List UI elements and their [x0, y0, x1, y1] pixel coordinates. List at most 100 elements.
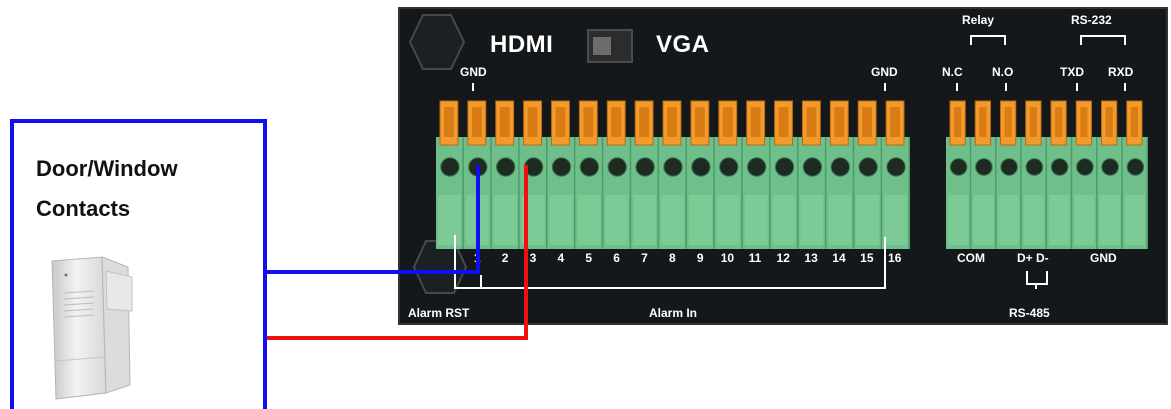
wire-hole[interactable]	[1101, 158, 1119, 176]
txd-label: TXD	[1060, 65, 1084, 79]
terminal-position	[549, 100, 576, 249]
com-label: COM	[957, 251, 985, 265]
relay-rs-terminal-block	[946, 100, 1148, 249]
alarm-input-number: 13	[804, 251, 818, 265]
dvr-rear-panel: HDMI VGA GND GND Relay N.C N.O RS-232 TX…	[398, 7, 1168, 325]
hex-screw-icon	[408, 14, 466, 70]
terminal-position	[772, 100, 799, 249]
terminal-position	[577, 100, 604, 249]
terminal-position	[828, 100, 855, 249]
hdmi-label: HDMI	[490, 31, 554, 58]
rs232-label: RS-232	[1071, 13, 1112, 27]
wire-hole[interactable]	[1000, 158, 1018, 176]
wire-hole[interactable]	[830, 157, 850, 177]
terminal-position	[800, 100, 827, 249]
terminal-position	[605, 100, 632, 249]
terminal-position	[1124, 100, 1148, 249]
gnd-right-tick	[884, 83, 886, 91]
rs485-bracket	[1026, 271, 1048, 285]
wire-hole[interactable]	[886, 157, 906, 177]
terminal-position	[633, 100, 660, 249]
alarm-input-number: 10	[720, 251, 735, 265]
terminal-position	[688, 100, 715, 249]
terminal-position	[1099, 100, 1123, 249]
wire-hole[interactable]	[1126, 158, 1145, 176]
wire-hole[interactable]	[691, 157, 711, 177]
contacts-title: Door/Window Contacts	[36, 149, 178, 229]
alarm-in-bracket-bottom	[480, 287, 886, 289]
wire-hole[interactable]	[949, 158, 968, 176]
wire-hole[interactable]	[858, 157, 878, 177]
wire-hole[interactable]	[579, 157, 600, 177]
alarm-rst-line	[454, 235, 456, 289]
alarm-input-number: 1	[473, 251, 481, 265]
gnd-left-tick	[472, 83, 474, 91]
alarm-in-label: Alarm In	[649, 306, 698, 320]
wire-hole[interactable]	[607, 157, 627, 177]
alarm-rst-label: Alarm RST	[408, 306, 470, 320]
alarm-input-number: 4	[557, 251, 565, 265]
alarm-terminal-block	[436, 100, 910, 249]
rs485-bracket-stem	[1035, 283, 1037, 289]
terminal-position	[716, 100, 743, 249]
txd-tick	[1076, 83, 1078, 91]
relay-label: Relay	[962, 13, 995, 27]
gnd-left-label: GND	[460, 65, 487, 79]
wire-hole[interactable]	[440, 157, 460, 177]
alarm-input-number: 2	[501, 251, 509, 265]
rxd-tick	[1124, 83, 1126, 91]
terminal-position	[1023, 100, 1047, 249]
alarm-input-number: 15	[860, 251, 874, 265]
door-window-contacts-box: Door/Window Contacts	[10, 119, 267, 409]
terminal-position	[998, 100, 1022, 249]
no-label: N.O	[992, 65, 1014, 79]
contacts-title-line2: Contacts	[36, 196, 131, 221]
alarm-input-number: 14	[832, 251, 846, 265]
rs485-label: RS-485	[1009, 306, 1050, 320]
wire-hole[interactable]	[1025, 158, 1044, 176]
alarm-input-number: 3	[529, 251, 537, 265]
wire-hole[interactable]	[975, 158, 993, 176]
terminal-position	[1074, 100, 1098, 249]
alarm-input-number: 11	[748, 251, 762, 265]
rxd-label: RXD	[1108, 65, 1134, 79]
alarm-input-number: 5	[585, 251, 593, 265]
wire-hole[interactable]	[746, 157, 767, 177]
wire-hole[interactable]	[468, 157, 488, 177]
alarm-input-number: 6	[613, 251, 620, 265]
terminal-position	[856, 100, 883, 249]
nc-tick	[956, 83, 958, 91]
terminal-position	[661, 100, 687, 249]
alarm-in-bracket-right	[884, 237, 886, 289]
alarm-input-number: 8	[669, 251, 676, 265]
vga-label: VGA	[656, 31, 710, 58]
wire-hole[interactable]	[1076, 158, 1094, 176]
wire-hole[interactable]	[551, 157, 572, 177]
wire-hole[interactable]	[635, 157, 655, 177]
nc-label: N.C	[942, 65, 963, 79]
wire-hole[interactable]	[719, 157, 739, 177]
video-output-switch[interactable]	[587, 29, 633, 63]
alarm-input-number: 12	[776, 251, 790, 265]
wire-hole[interactable]	[802, 157, 823, 177]
no-tick	[1005, 83, 1007, 91]
gnd-bottom-label: GND	[1090, 251, 1117, 265]
terminal-position	[744, 100, 771, 249]
wire-hole[interactable]	[523, 157, 544, 177]
terminal-position	[884, 100, 910, 249]
d-plus-minus-label: D+ D-	[1017, 251, 1049, 265]
wire-hole[interactable]	[496, 157, 516, 177]
wire-hole[interactable]	[1050, 158, 1069, 176]
relay-bracket	[970, 35, 1006, 45]
contacts-title-line1: Door/Window	[36, 156, 178, 181]
rs232-bracket	[1080, 35, 1126, 45]
door-sensor-image	[51, 256, 133, 400]
alarm-input-number: 9	[696, 251, 704, 265]
wire-hole[interactable]	[774, 157, 795, 177]
alarm-input-number: 7	[641, 251, 648, 265]
gnd-right-label: GND	[871, 65, 898, 79]
wire-hole[interactable]	[663, 157, 683, 177]
terminal-position	[948, 100, 972, 249]
terminal-position	[1049, 100, 1073, 249]
terminal-position	[973, 100, 997, 249]
